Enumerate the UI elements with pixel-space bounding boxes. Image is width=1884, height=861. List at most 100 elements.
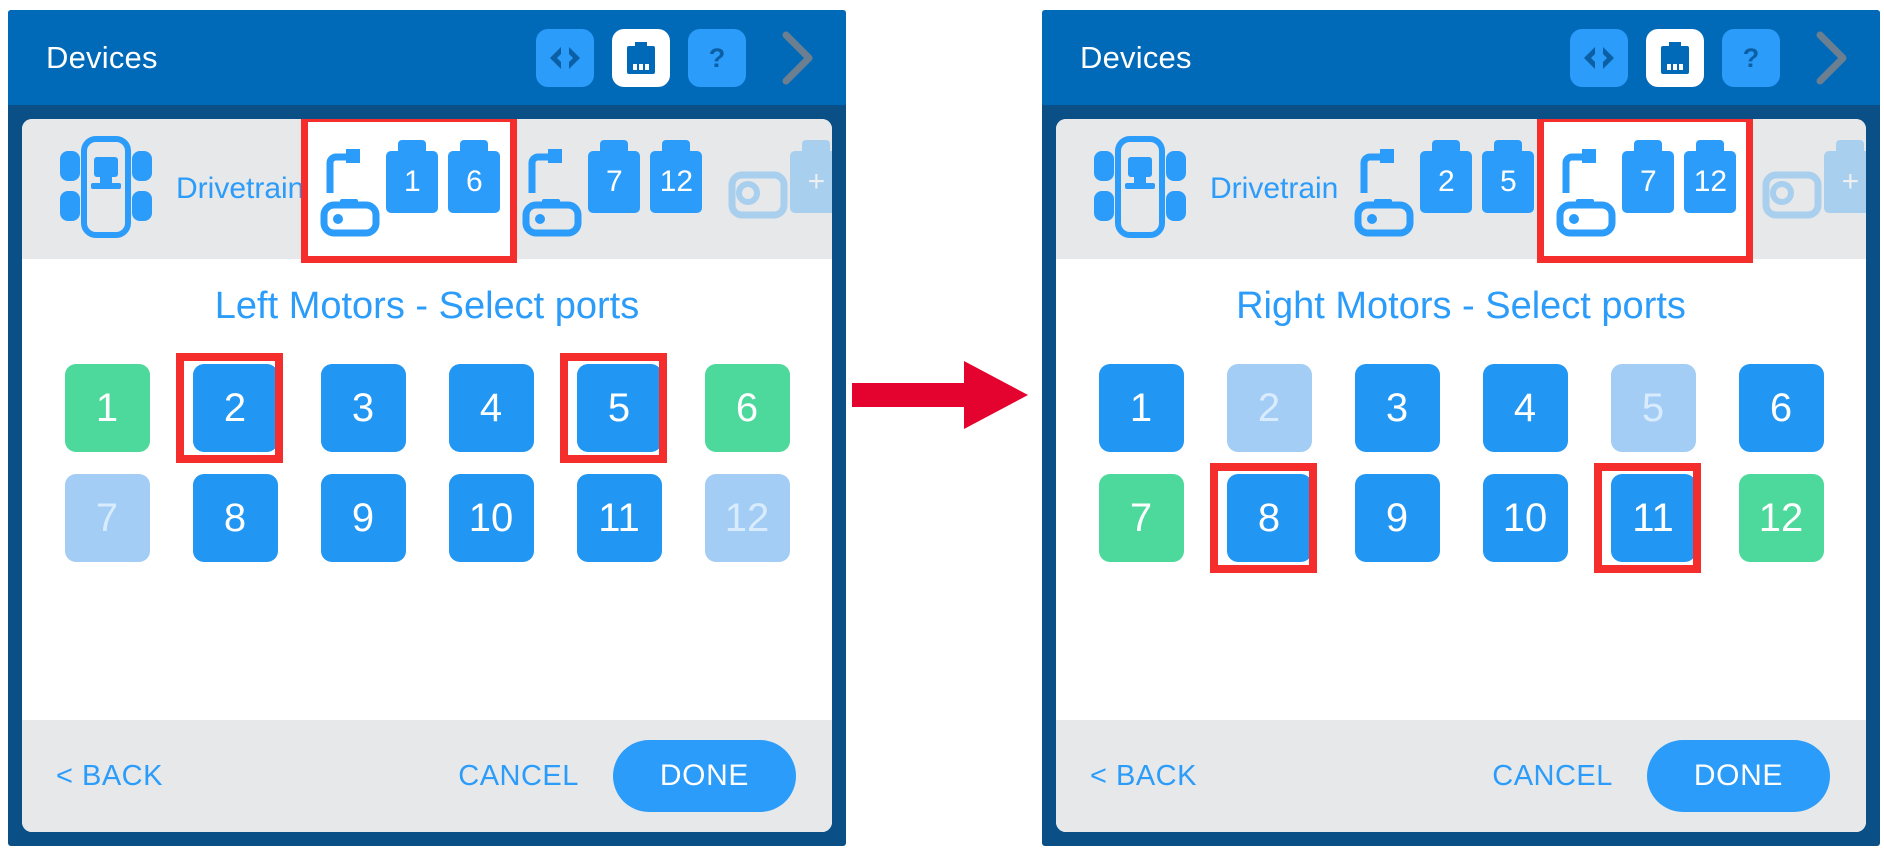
add-device-icon — [722, 135, 794, 244]
port-button[interactable]: 4 — [448, 364, 534, 452]
chevron-right-icon — [1816, 31, 1847, 84]
left-motor-group[interactable]: 1 6 — [301, 119, 518, 263]
done-button[interactable]: DONE — [612, 740, 796, 812]
done-button[interactable]: DONE — [1646, 740, 1830, 812]
port-button[interactable]: 2 — [1226, 364, 1312, 452]
code-icon-button[interactable] — [536, 28, 594, 87]
left-motor-group[interactable]: 2 5 — [1342, 122, 1544, 256]
port-button-cell[interactable]: 6 — [1733, 364, 1829, 452]
port-button-cell[interactable]: 10 — [443, 474, 539, 562]
flow-arrow-icon — [852, 361, 1028, 429]
port-button-cell[interactable]: 9 — [1349, 474, 1445, 562]
port-button-cell[interactable]: 7 — [1093, 474, 1189, 562]
port-button[interactable]: 4 — [1482, 364, 1568, 452]
help-icon: ? — [1743, 43, 1760, 73]
card-footer: < BACK CANCEL DONE — [22, 720, 832, 832]
port-button-cell[interactable]: 1 — [59, 364, 155, 452]
port-button-cell[interactable]: 12 — [699, 474, 795, 562]
port-button-cell[interactable]: 8 — [1210, 463, 1317, 573]
chevron-right-icon-button[interactable] — [1806, 29, 1854, 87]
port-button-cell[interactable]: 3 — [315, 364, 411, 452]
back-button[interactable]: < BACK — [56, 759, 163, 792]
body-title: Right Motors - Select ports — [1236, 285, 1686, 327]
port-button[interactable]: 1 — [64, 364, 150, 452]
card-footer: < BACK CANCEL DONE — [1056, 720, 1866, 832]
help-icon: ? — [709, 43, 726, 73]
motor-group-port-chips: 7 12 — [588, 140, 703, 213]
port-chip: 7 — [588, 140, 641, 213]
port-button[interactable]: 9 — [320, 474, 406, 562]
page-title: Devices — [1080, 39, 1192, 75]
brain-icon — [1092, 135, 1188, 244]
battery-icon — [627, 41, 655, 74]
port-button[interactable]: 7 — [1098, 474, 1184, 562]
port-button-cell[interactable]: 6 — [699, 364, 795, 452]
port-button-cell[interactable]: 11 — [1594, 463, 1701, 573]
port-button[interactable]: 6 — [704, 364, 790, 452]
device-panel-right: Devices ? — [1042, 10, 1880, 846]
port-button-cell[interactable]: 2 — [176, 353, 283, 463]
port-chip: 7 — [1622, 140, 1675, 213]
port-button[interactable]: 6 — [1738, 364, 1824, 452]
port-chip: 6 — [448, 140, 501, 213]
port-chip: 12 — [650, 140, 703, 213]
svg-text:?: ? — [1743, 43, 1760, 73]
cancel-button[interactable]: CANCEL — [1492, 759, 1613, 792]
help-icon-button[interactable]: ? — [688, 28, 746, 87]
code-icon-button[interactable] — [1570, 28, 1628, 87]
motor-group-port-chips: 2 5 — [1420, 140, 1535, 213]
port-button-cell[interactable]: 5 — [1605, 364, 1701, 452]
port-button[interactable]: 3 — [1354, 364, 1440, 452]
port-button[interactable]: 3 — [320, 364, 406, 452]
right-motor-group[interactable]: 7 12 — [510, 122, 712, 256]
port-button[interactable]: 9 — [1354, 474, 1440, 562]
body-title: Left Motors - Select ports — [214, 285, 640, 327]
cancel-button[interactable]: CANCEL — [458, 759, 579, 792]
port-button[interactable]: 8 — [1226, 474, 1312, 562]
port-button[interactable]: 12 — [704, 474, 790, 562]
right-motor-group[interactable]: 7 12 — [1537, 119, 1754, 263]
port-button[interactable]: 10 — [448, 474, 534, 562]
battery-icon — [1661, 41, 1689, 74]
port-button[interactable]: 7 — [64, 474, 150, 562]
motor-wire-icon — [1554, 135, 1626, 244]
help-icon-button[interactable]: ? — [1722, 28, 1780, 87]
add-device-button[interactable]: + — [1746, 122, 1866, 256]
port-button-cell[interactable]: 3 — [1349, 364, 1445, 452]
port-button-cell[interactable]: 2 — [1221, 364, 1317, 452]
port-button-cell[interactable]: 12 — [1733, 474, 1829, 562]
port-button-cell[interactable]: 9 — [315, 474, 411, 562]
port-button[interactable]: 5 — [1610, 364, 1696, 452]
drivetrain-label: Drivetrain — [1210, 172, 1339, 205]
battery-icon-button[interactable] — [1646, 28, 1704, 87]
port-button-cell[interactable]: 4 — [1477, 364, 1573, 452]
motor-wire-icon — [318, 135, 390, 244]
port-button[interactable]: 11 — [1610, 474, 1696, 562]
chevron-right-icon-button[interactable] — [772, 29, 820, 87]
port-chip: 2 — [1420, 140, 1473, 213]
port-button-cell[interactable]: 11 — [571, 474, 667, 562]
port-button-cell[interactable]: 8 — [187, 474, 283, 562]
port-button[interactable]: 1 — [1098, 364, 1184, 452]
port-button[interactable]: 8 — [192, 474, 278, 562]
port-button[interactable]: 10 — [1482, 474, 1568, 562]
port-button-cell[interactable]: 10 — [1477, 474, 1573, 562]
port-button[interactable]: 12 — [1738, 474, 1824, 562]
port-button-cell[interactable]: 1 — [1093, 364, 1189, 452]
port-chip: 12 — [1684, 140, 1737, 213]
port-button-cell[interactable]: 5 — [560, 353, 667, 463]
port-button[interactable]: 11 — [576, 474, 662, 562]
port-button[interactable]: 2 — [192, 364, 278, 452]
battery-icon-button[interactable] — [612, 28, 670, 87]
port-button[interactable]: 5 — [576, 364, 662, 452]
motor-group-port-chips: 1 6 — [386, 140, 501, 213]
add-chip: + — [1824, 140, 1866, 213]
dialog-card: Drivetrain 2 5 — [1056, 119, 1866, 832]
back-button[interactable]: < BACK — [1090, 759, 1197, 792]
port-button-cell[interactable]: 7 — [59, 474, 155, 562]
titlebar: Devices ? — [8, 10, 846, 105]
dialog-card: Drivetrain 1 6 — [22, 119, 832, 832]
drivetrain-label: Drivetrain — [176, 172, 305, 205]
port-button-cell[interactable]: 4 — [443, 364, 539, 452]
add-device-button[interactable]: + — [712, 122, 832, 256]
